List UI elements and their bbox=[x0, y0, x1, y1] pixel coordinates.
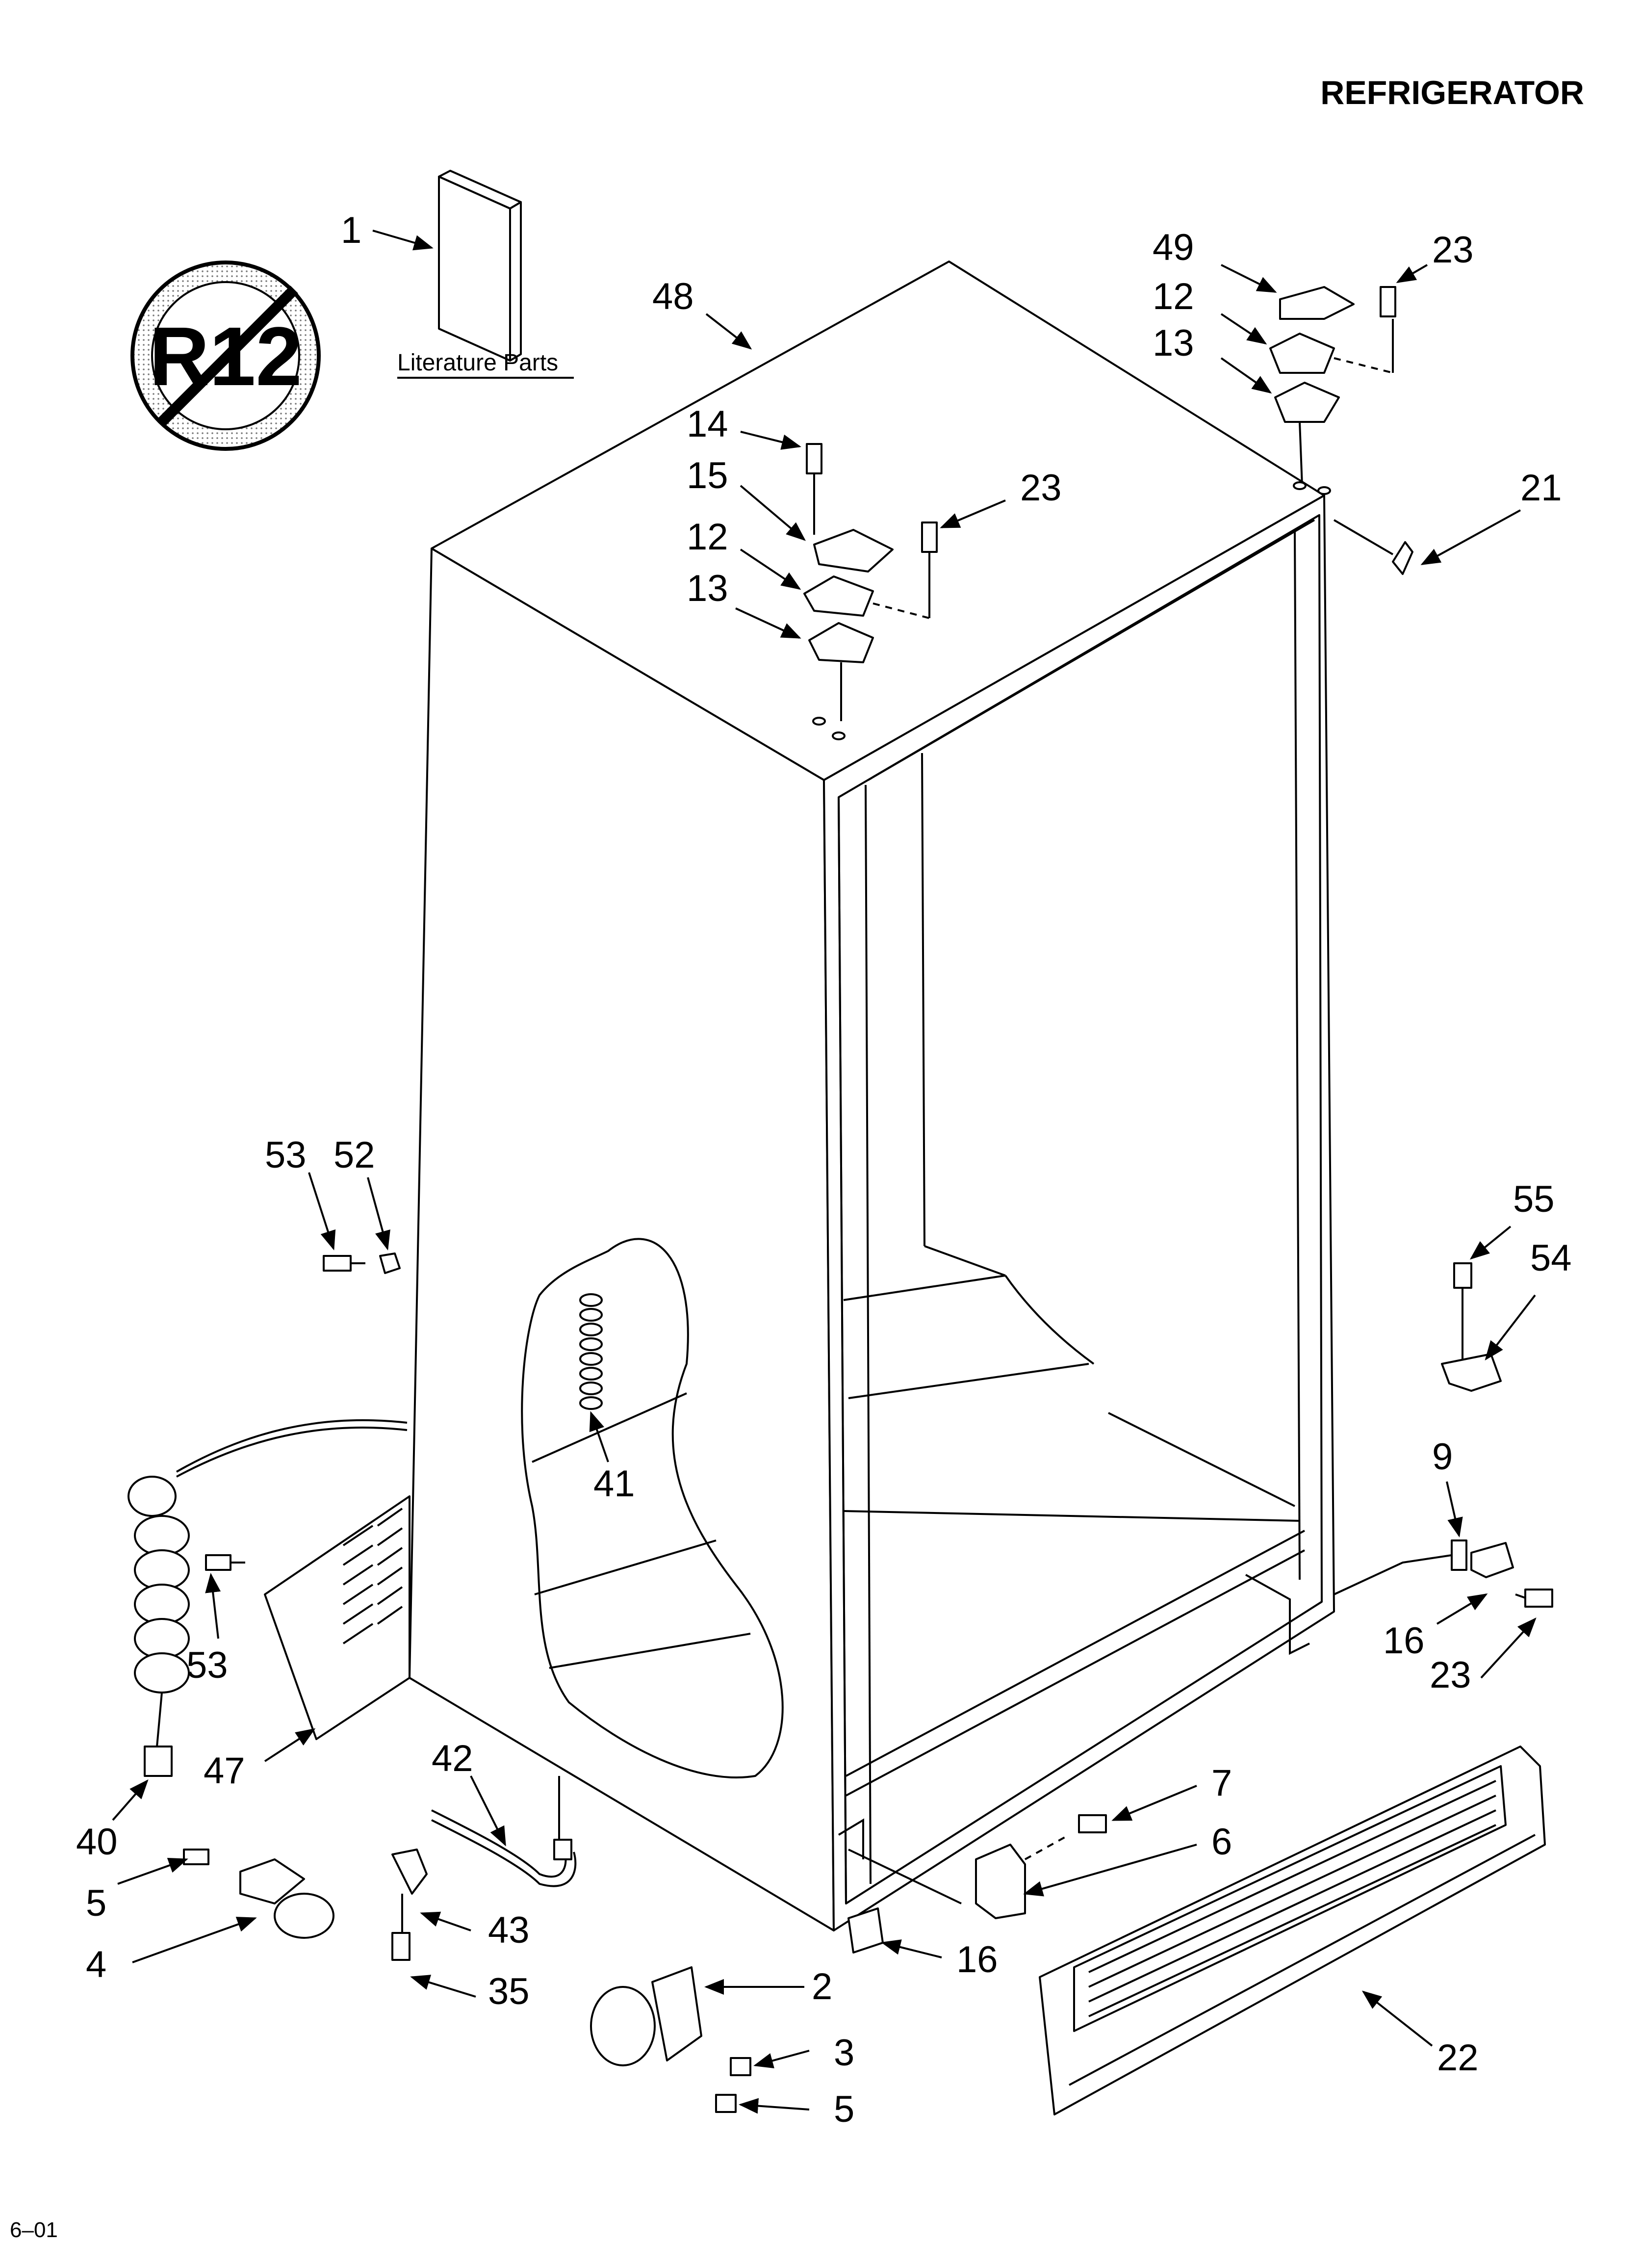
callout-label: 41 bbox=[593, 1463, 635, 1505]
callout-label: 40 bbox=[76, 1821, 118, 1863]
page-title: REFRIGERATOR bbox=[1320, 74, 1584, 111]
footer-code: 6–01 bbox=[10, 2218, 58, 2242]
literature-label: Literature Parts bbox=[397, 350, 558, 376]
callout-label: 23 bbox=[1430, 1654, 1471, 1696]
drain-tube bbox=[431, 1809, 567, 1878]
callout-label: 43 bbox=[488, 1909, 530, 1951]
callout-label: 12 bbox=[687, 516, 728, 558]
callout-label: 23 bbox=[1432, 229, 1474, 271]
callout-labels: 1 48 49 23 12 13 14 15 23 12 13 21 53 52… bbox=[76, 209, 1572, 2130]
callout-label: 16 bbox=[956, 1939, 998, 1981]
power-cord bbox=[128, 1419, 408, 1777]
callout-label: 7 bbox=[1211, 1762, 1232, 1804]
callout-label: 12 bbox=[1153, 276, 1194, 317]
callout-label: 3 bbox=[834, 2032, 854, 2074]
screw-and-bumper bbox=[205, 1252, 401, 1571]
coil-tube bbox=[579, 1293, 603, 1410]
callout-label: 21 bbox=[1520, 467, 1562, 509]
callout-label: 53 bbox=[186, 1644, 228, 1686]
tube-clip bbox=[391, 1849, 428, 1961]
callout-label: 48 bbox=[652, 276, 694, 317]
literature-booklet bbox=[438, 170, 522, 362]
callout-label: 13 bbox=[687, 568, 728, 609]
callout-label: 47 bbox=[204, 1750, 245, 1792]
callout-label: 55 bbox=[1513, 1178, 1555, 1220]
toe-grille bbox=[1039, 1746, 1546, 2115]
bracket-and-screw bbox=[848, 1814, 1107, 1919]
top-hinge-center bbox=[803, 443, 938, 740]
callout-label: 13 bbox=[1153, 322, 1194, 364]
callout-label: 9 bbox=[1432, 1436, 1453, 1478]
callout-label: 14 bbox=[687, 403, 728, 445]
callout-label: 5 bbox=[834, 2088, 854, 2130]
top-hinge-right bbox=[1269, 286, 1396, 495]
right-side-parts bbox=[1334, 1262, 1553, 1608]
callout-label: 16 bbox=[1383, 1620, 1425, 1662]
callout-label: 49 bbox=[1153, 227, 1194, 268]
callout-label: 35 bbox=[488, 1971, 530, 2012]
callout-label: 15 bbox=[687, 455, 728, 496]
clip bbox=[1392, 541, 1413, 575]
callout-label: 53 bbox=[265, 1134, 307, 1176]
rear-roller bbox=[590, 1966, 751, 2113]
callout-label: 54 bbox=[1530, 1237, 1572, 1279]
callout-label: 22 bbox=[1437, 2037, 1479, 2079]
cabinet-cutaway bbox=[521, 1238, 784, 1779]
cabinet bbox=[409, 261, 1335, 1931]
callout-label: 6 bbox=[1211, 1821, 1232, 1863]
front-roller bbox=[183, 1849, 334, 1939]
callout-label: 2 bbox=[812, 1966, 832, 2007]
callout-label: 4 bbox=[86, 1944, 106, 1985]
no-r12-badge: R12 bbox=[130, 261, 321, 451]
rear-panel bbox=[264, 1495, 410, 1740]
callout-label: 1 bbox=[341, 209, 361, 251]
callout-label: 5 bbox=[86, 1882, 106, 1924]
callout-label: 52 bbox=[334, 1134, 375, 1176]
callout-arrows bbox=[112, 230, 1537, 2114]
callout-label: 42 bbox=[432, 1738, 473, 1779]
callout-label: 23 bbox=[1020, 467, 1062, 509]
